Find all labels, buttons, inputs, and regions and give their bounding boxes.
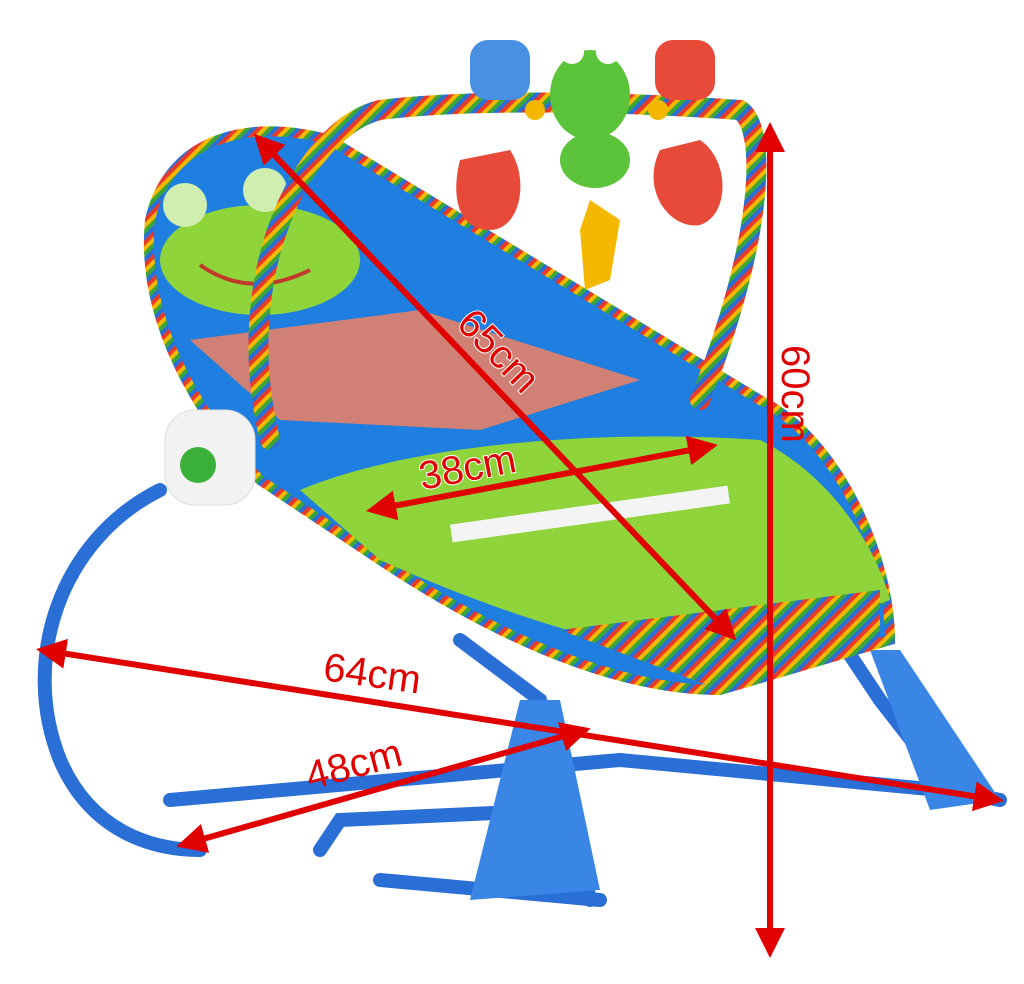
base-width-arrow [176,722,591,853]
height-label: 60cm [773,345,817,443]
vibration-unit [164,409,256,506]
dimension-arrows [36,122,1004,958]
seat-length-arrow [253,133,737,641]
seat-width-arrow [366,435,718,521]
